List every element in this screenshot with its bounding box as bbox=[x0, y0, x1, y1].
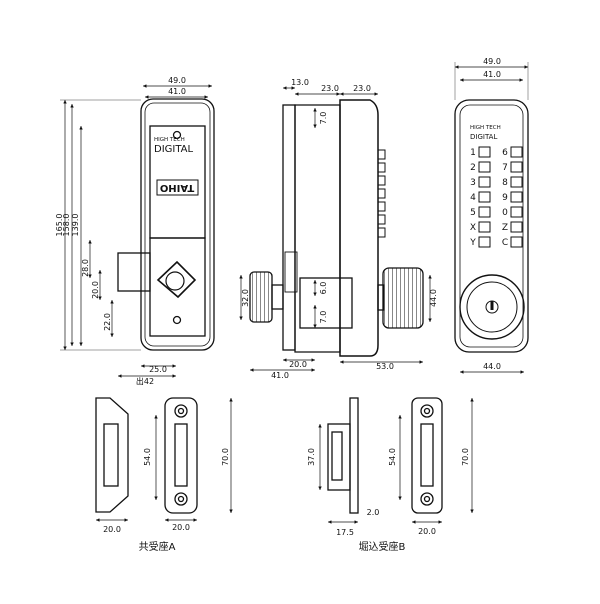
dim-28: 28.0 bbox=[81, 259, 90, 277]
dim-41-right: 41.0 bbox=[483, 70, 501, 79]
strike-a bbox=[95, 397, 198, 514]
keypad-key-label: 4 bbox=[470, 193, 476, 203]
dim-41-left: 41.0 bbox=[168, 87, 186, 96]
keypad-key-label: 0 bbox=[502, 208, 508, 218]
keypad-button[interactable] bbox=[478, 161, 491, 173]
dimension-lines-right bbox=[454, 62, 529, 374]
keypad-key-label: 8 bbox=[502, 178, 508, 188]
dim-exit-42: 出42 bbox=[136, 376, 154, 386]
dim-49-right: 49.0 bbox=[483, 57, 501, 66]
keypad-button[interactable] bbox=[510, 236, 523, 248]
side-view bbox=[249, 99, 424, 357]
dim-54-b: 54.0 bbox=[388, 448, 397, 466]
brand-line1-right: HIGH TECH bbox=[470, 125, 501, 131]
strike-b bbox=[327, 397, 443, 514]
dim-20-a1: 20.0 bbox=[103, 525, 121, 534]
dim-139: 139.0 bbox=[71, 214, 80, 237]
logo-text: TAIHO bbox=[160, 182, 194, 193]
strike-a-label: 共受座A bbox=[139, 540, 176, 553]
dim-25: 25.0 bbox=[149, 365, 167, 374]
dim-53: 53.0 bbox=[376, 362, 394, 371]
dim-70-a: 70.0 bbox=[221, 448, 230, 466]
keypad-key-label: 3 bbox=[470, 178, 476, 188]
front-view-left bbox=[117, 98, 215, 351]
keypad-key-label: 9 bbox=[502, 193, 508, 203]
keypad-buttons-side bbox=[377, 149, 386, 238]
key-cylinder bbox=[485, 300, 499, 314]
keypad-button[interactable] bbox=[478, 221, 491, 233]
dimension-lines-strike-b bbox=[318, 398, 474, 524]
keypad-key-label: 2 bbox=[470, 163, 476, 173]
dim-54-a: 54.0 bbox=[143, 448, 152, 466]
dim-49-left: 49.0 bbox=[168, 76, 186, 85]
keypad-button[interactable] bbox=[478, 176, 491, 188]
dim-44-right: 44.0 bbox=[483, 362, 501, 371]
strike-b-label: 堀込受座B bbox=[359, 540, 406, 553]
keypad-button[interactable] bbox=[478, 236, 491, 248]
keypad-key-label: Y bbox=[469, 238, 476, 248]
dim-32: 32.0 bbox=[241, 289, 250, 307]
dimension-lines-left bbox=[60, 84, 212, 378]
keypad-key-label: 1 bbox=[470, 148, 476, 158]
brand-line1-left: HIGH TECH bbox=[154, 137, 185, 143]
keypad-key-label: 5 bbox=[470, 208, 476, 218]
keypad-key-label: Z bbox=[502, 223, 508, 233]
keypad-button[interactable] bbox=[510, 206, 523, 218]
dim-70-b: 70.0 bbox=[461, 448, 470, 466]
dim-20-a2: 20.0 bbox=[172, 523, 190, 532]
dimension-lines-side bbox=[239, 86, 432, 372]
dim-2: 2.0 bbox=[367, 508, 380, 517]
dimension-lines-strike-a bbox=[96, 398, 233, 522]
dim-22: 22.0 bbox=[103, 313, 112, 331]
dim-20-side: 20.0 bbox=[289, 360, 307, 369]
dim-7-top: 7.0 bbox=[319, 112, 328, 125]
dim-20-left: 20.0 bbox=[91, 281, 100, 299]
keypad-button[interactable] bbox=[510, 161, 523, 173]
dim-13: 13.0 bbox=[291, 78, 309, 87]
keypad-key-label: 6 bbox=[502, 148, 508, 158]
dim-158: 158.0 bbox=[62, 214, 71, 237]
dim-23b: 23.0 bbox=[353, 84, 371, 93]
keypad-button[interactable] bbox=[478, 206, 491, 218]
keypad-key-label: X bbox=[470, 223, 476, 233]
dim-37: 37.0 bbox=[307, 448, 316, 466]
keypad-button[interactable] bbox=[510, 176, 523, 188]
keypad-button[interactable] bbox=[510, 146, 523, 158]
brand-line2-right: DIGITAL bbox=[470, 133, 497, 141]
dim-165: 165.0 bbox=[55, 214, 64, 237]
dim-7-bottom: 7.0 bbox=[319, 311, 328, 324]
keypad-button[interactable] bbox=[510, 221, 523, 233]
brand-line2-left: DIGITAL bbox=[154, 144, 194, 155]
dim-44-side: 44.0 bbox=[429, 289, 438, 307]
keypad-key-label: 7 bbox=[502, 163, 508, 173]
keypad-button[interactable] bbox=[510, 191, 523, 203]
logo-badge bbox=[156, 179, 199, 196]
dim-41-side: 41.0 bbox=[271, 371, 289, 380]
dim-20-b: 20.0 bbox=[418, 527, 436, 536]
front-view-right bbox=[454, 99, 529, 353]
keypad-button[interactable] bbox=[478, 191, 491, 203]
dim-17-5: 17.5 bbox=[336, 528, 354, 537]
keypad-key-label: C bbox=[502, 238, 508, 248]
keypad-button[interactable] bbox=[478, 146, 491, 158]
dim-23a: 23.0 bbox=[321, 84, 339, 93]
keypad: 1 6 2 7 3 8 4 9 5 0X Z Y C bbox=[469, 146, 523, 248]
dim-6: 6.0 bbox=[319, 282, 328, 295]
